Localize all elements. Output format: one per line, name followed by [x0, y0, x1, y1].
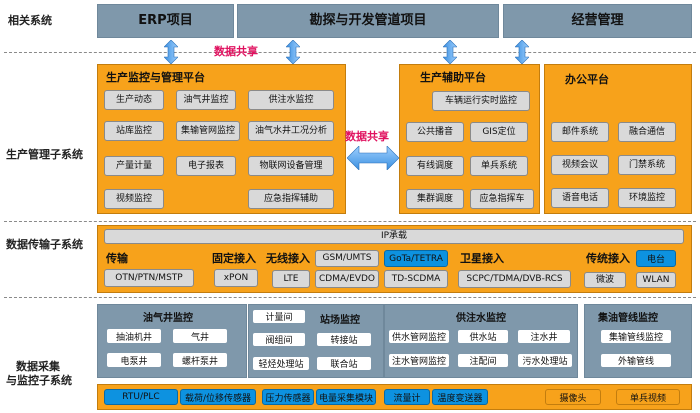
data-share-middle-label: 数据共享 [345, 130, 389, 143]
aux-item: 集群调度 [406, 189, 464, 209]
prod-item: 生产动态 [104, 90, 164, 110]
share-arrow-3-icon [443, 40, 457, 64]
ip-bearer-bar: IP承载 [104, 229, 684, 244]
station-item: 联合站 [316, 356, 372, 371]
separator-3 [4, 297, 696, 298]
satellite-access-title: 卫星接入 [460, 252, 504, 265]
office-item: 邮件系统 [551, 122, 609, 142]
share-arrow-2-icon [286, 40, 300, 64]
well-item: 抽油机井 [106, 328, 162, 344]
share-arrow-4-icon [515, 40, 529, 64]
prod-item: 产量计量 [104, 156, 164, 176]
production-subsystem-label: 生产管理子系统 [6, 148, 83, 161]
aux-item: 公共播音 [406, 122, 464, 142]
fixed-access-item: xPON [214, 269, 258, 287]
wireless-item: TD-SCDMA [384, 270, 448, 288]
sensor-item: 单兵视频 [616, 389, 680, 405]
business-management-system: 经营管理 [503, 4, 692, 38]
prod-item: 集输管网监控 [176, 121, 240, 141]
station-item: 转接站 [316, 332, 372, 347]
aux-item: 单兵系统 [470, 156, 528, 176]
prod-item: 供注水监控 [248, 90, 334, 110]
traditional-item: 电台 [636, 250, 676, 267]
water-item: 注水井 [517, 329, 571, 344]
office-item: 环境监控 [618, 188, 676, 208]
station-item: 阀组间 [252, 332, 306, 347]
exploration-pipeline-system: 勘探与开发管道项目 [237, 4, 499, 38]
wireless-item: LTE [272, 270, 310, 288]
prod-item: 电子报表 [176, 156, 236, 176]
well-monitoring-title: 油气井监控 [143, 313, 193, 324]
water-item: 注配间 [457, 353, 509, 368]
aux-item: 应急指挥车 [470, 189, 534, 209]
station-item: 计量间 [252, 309, 306, 324]
transmission-item: OTN/PTN/MSTP [104, 269, 194, 287]
sensor-item: 电量采集模块 [316, 389, 376, 405]
pipeline-item: 外输管线 [600, 353, 672, 368]
prod-item: 油气井监控 [176, 90, 236, 110]
office-item: 视频会议 [551, 155, 609, 175]
office-panel-title: 办公平台 [565, 73, 609, 86]
office-item: 语音电话 [551, 188, 609, 208]
traditional-item: 微波 [584, 272, 626, 288]
station-item: 轻烃处理站 [252, 356, 310, 371]
sensor-item: 流量计 [384, 389, 430, 405]
prod-item: 视频监控 [104, 189, 164, 209]
prod-item: 应急指挥辅助 [248, 189, 334, 209]
wireless-item: GoTa/TETRA [384, 250, 448, 267]
sensor-item: 摄像头 [545, 389, 601, 405]
prod-item: 站库监控 [104, 121, 164, 141]
wireless-item: GSM/UMTS [315, 250, 379, 267]
wireless-access-title: 无线接入 [266, 252, 310, 265]
aux-item: 有线调度 [406, 156, 464, 176]
aux-item: 车辆运行实时监控 [432, 91, 530, 111]
separator-2 [4, 221, 696, 222]
satellite-item: SCPC/TDMA/DVB-RCS [458, 270, 571, 288]
sensor-item: 载荷/位移传感器 [180, 389, 256, 405]
aux-item: GIS定位 [470, 122, 528, 142]
collection-subsystem-label-1: 数据采集 [16, 360, 60, 373]
pipeline-monitoring-title: 集油管线监控 [598, 313, 658, 324]
share-arrow-1-icon [164, 40, 178, 64]
prod-item: 物联网设备管理 [248, 156, 334, 176]
erp-system: ERP项目 [97, 4, 234, 38]
prod-item: 油气水井工况分析 [248, 121, 334, 141]
well-item: 气井 [172, 328, 228, 344]
transmission-group-title: 传输 [106, 252, 128, 265]
water-monitoring-title: 供注水监控 [456, 313, 506, 324]
well-item: 螺杆泵井 [172, 352, 228, 368]
pipeline-item: 集输管线监控 [600, 329, 672, 344]
collection-subsystem-label-2: 与监控子系统 [6, 374, 72, 387]
water-item: 供水站 [457, 329, 509, 344]
related-systems-label: 相关系统 [8, 14, 52, 27]
sensor-item: RTU/PLC [104, 389, 178, 405]
fixed-access-title: 固定接入 [212, 252, 256, 265]
separator-1 [4, 52, 696, 53]
office-item: 门禁系统 [618, 155, 676, 175]
sensor-item: 温度变送器 [432, 389, 488, 405]
production-panel-title: 生产监控与管理平台 [106, 71, 205, 84]
office-item: 融合通信 [618, 122, 676, 142]
sensor-item: 压力传感器 [262, 389, 314, 405]
water-item: 供水管网监控 [388, 329, 450, 344]
water-item: 注水管网监控 [388, 353, 450, 368]
station-monitoring-title: 站场监控 [320, 315, 360, 326]
well-item: 电泵井 [106, 352, 162, 368]
traditional-item: WLAN [636, 272, 676, 288]
traditional-access-title: 传统接入 [586, 252, 630, 265]
share-horizontal-arrow-icon [347, 146, 399, 170]
data-share-top-label: 数据共享 [214, 45, 258, 58]
transmission-subsystem-label: 数据传输子系统 [6, 238, 83, 251]
water-item: 污水处理站 [517, 353, 573, 368]
aux-panel-title: 生产辅助平台 [420, 71, 486, 84]
wireless-item: CDMA/EVDO [315, 270, 379, 288]
